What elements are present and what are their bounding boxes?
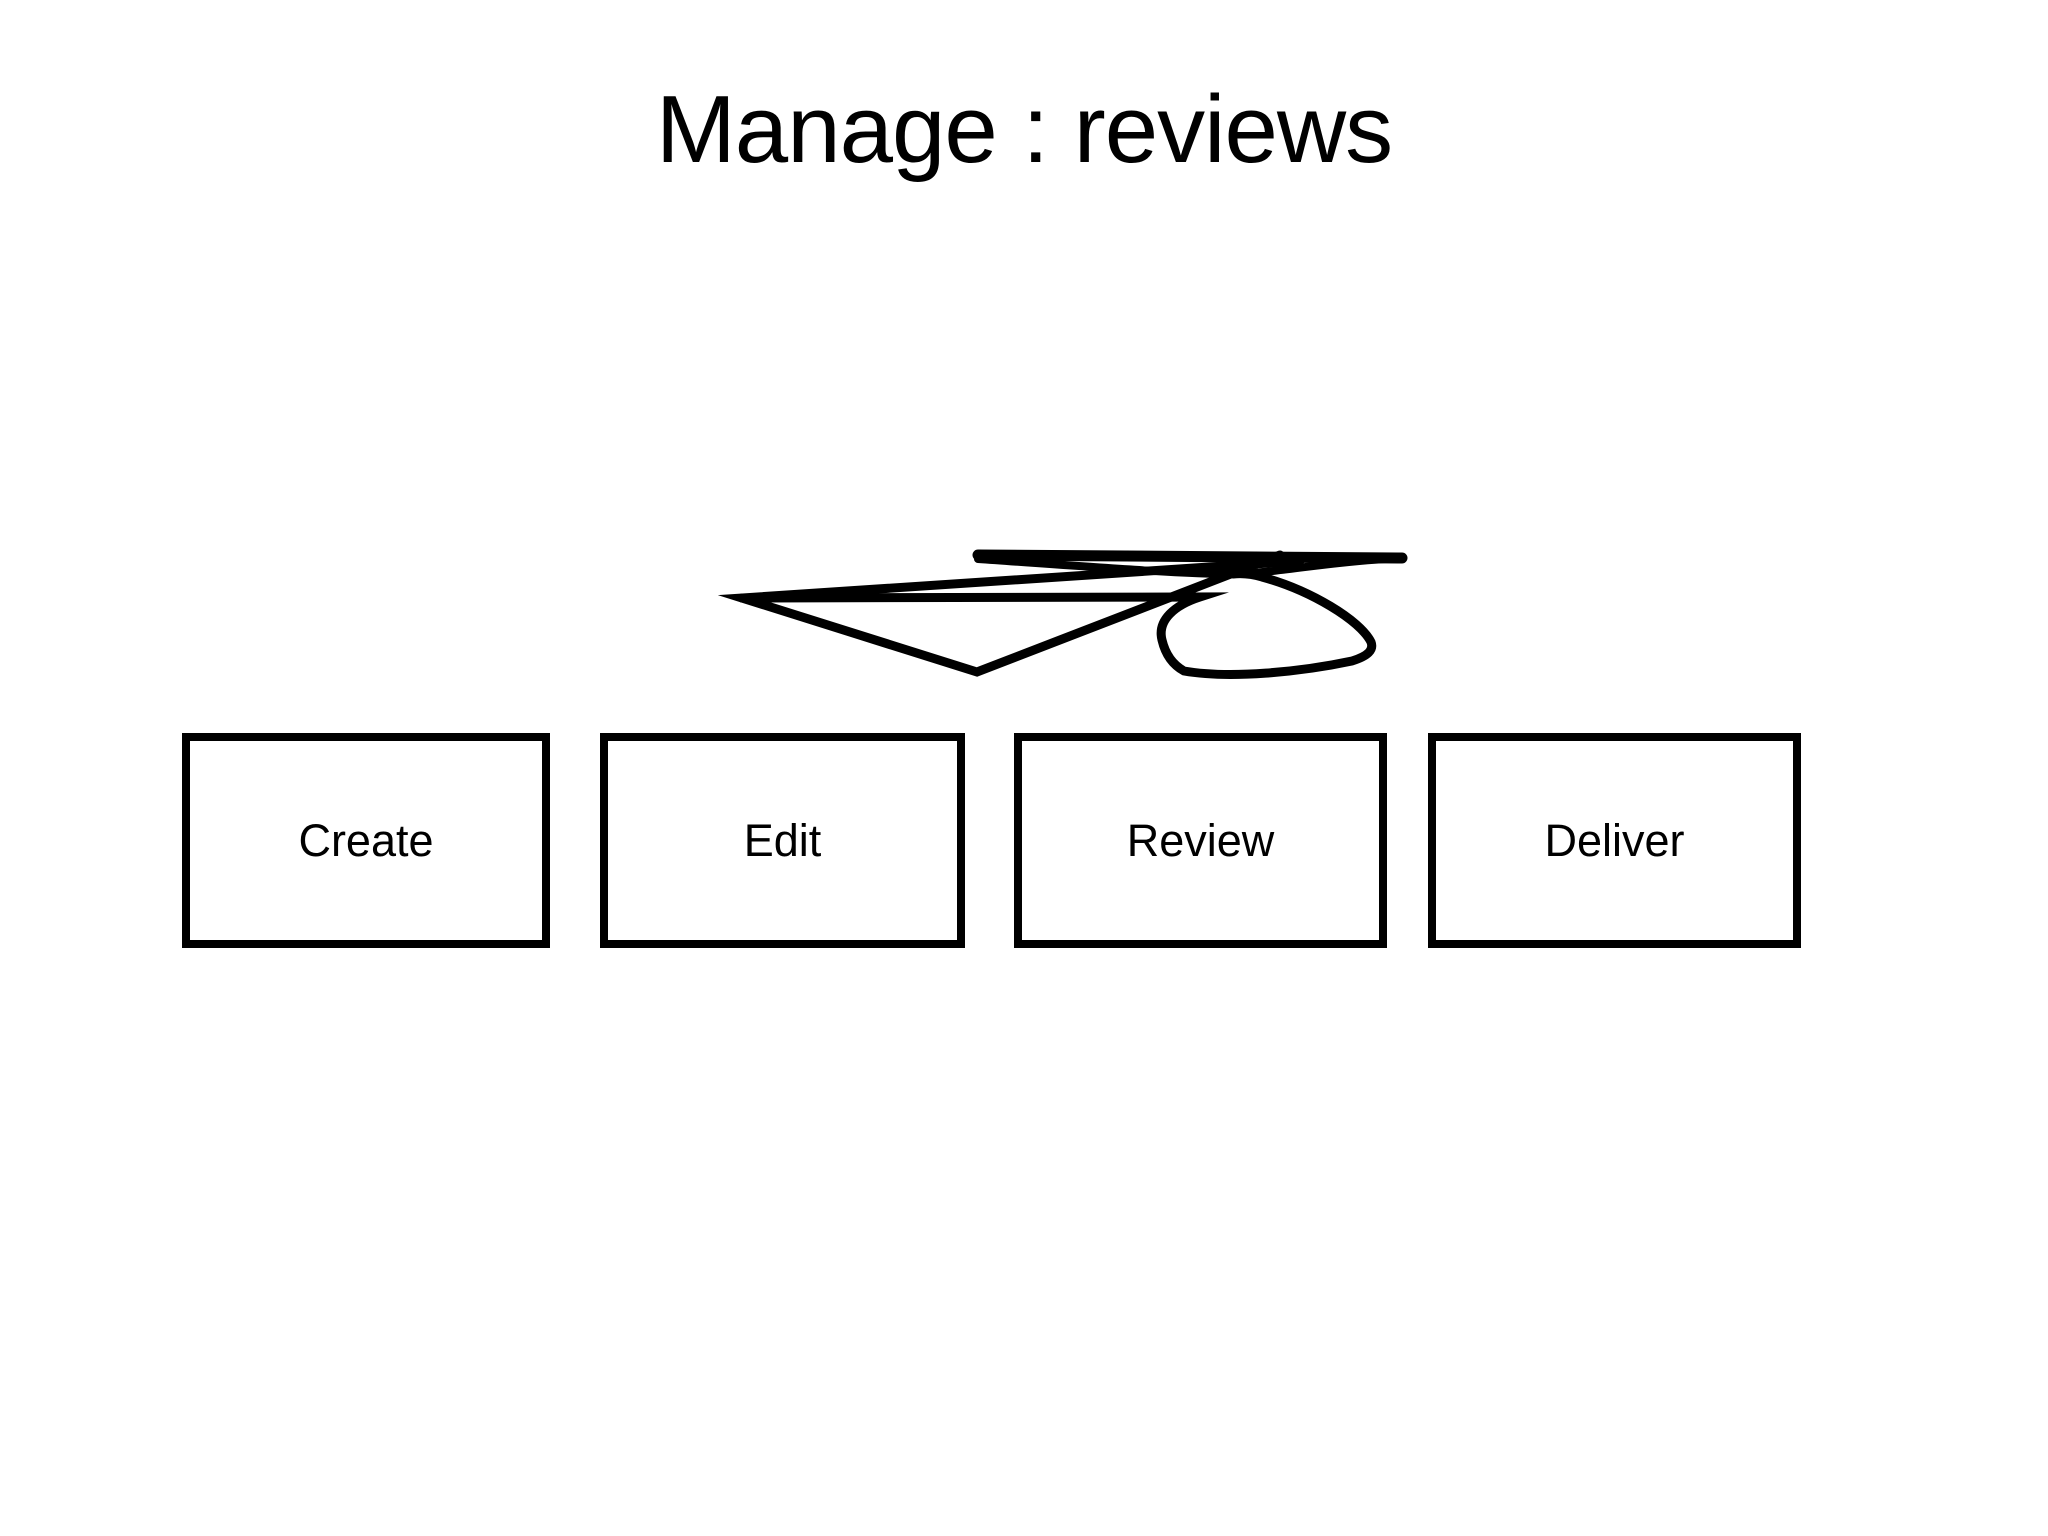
process-box-create: Create	[182, 733, 550, 948]
process-box-label: Deliver	[1544, 814, 1685, 866]
process-box-label: Create	[298, 814, 434, 866]
scribble-stroke-top-bar	[972, 549, 1408, 564]
process-box-deliver: Deliver	[1428, 733, 1801, 948]
scribble-stroke-arrow-triangle	[717, 550, 1305, 677]
process-box-label: Edit	[743, 814, 822, 866]
process-box-label: Review	[1126, 814, 1275, 866]
slide-title: Manage : reviews	[655, 76, 1393, 183]
process-box-edit: Edit	[600, 733, 965, 948]
scribble-stroke-loop	[737, 569, 1377, 679]
process-box-review: Review	[1014, 733, 1387, 948]
scribble-drawing	[717, 549, 1408, 679]
